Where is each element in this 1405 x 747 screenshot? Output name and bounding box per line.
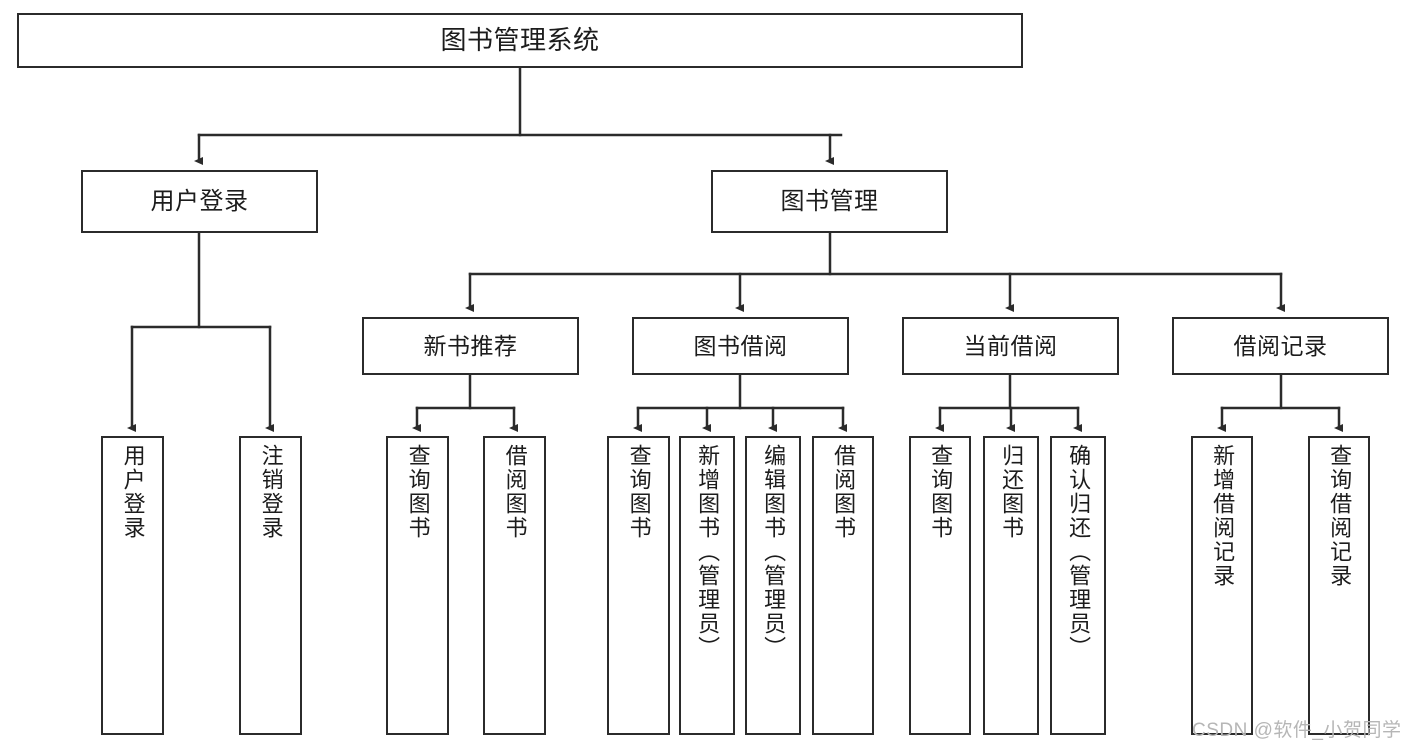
leaf-node-11[interactable]: 新增借阅记录 xyxy=(1191,436,1253,735)
leaf-node-4-label: 查询图书 xyxy=(626,444,652,540)
leaf-node-3[interactable]: 借阅图书 xyxy=(483,436,546,735)
node-current-borrow-label: 当前借阅 xyxy=(963,332,1058,359)
leaf-node-9[interactable]: 归还图书 xyxy=(983,436,1039,735)
leaf-node-2-label: 查询图书 xyxy=(405,444,431,540)
leaf-node-10-label: 确认归还（管理员） xyxy=(1066,444,1092,660)
leaf-node-5[interactable]: 新增图书（管理员） xyxy=(679,436,735,735)
node-new-book-recommend-label: 新书推荐 xyxy=(423,332,518,359)
node-root-label: 图书管理系统 xyxy=(440,24,600,55)
leaf-node-0[interactable]: 用户登录 xyxy=(101,436,164,735)
leaf-node-1-label: 注销登录 xyxy=(258,444,284,540)
leaf-node-12[interactable]: 查询借阅记录 xyxy=(1308,436,1370,735)
leaf-node-6[interactable]: 编辑图书（管理员） xyxy=(745,436,801,735)
leaf-node-8[interactable]: 查询图书 xyxy=(909,436,971,735)
leaf-node-8-label: 查询图书 xyxy=(928,444,954,540)
leaf-node-10[interactable]: 确认归还（管理员） xyxy=(1050,436,1106,735)
leaf-node-11-label: 新增借阅记录 xyxy=(1210,444,1236,588)
leaf-node-5-label: 新增图书（管理员） xyxy=(695,444,721,660)
node-book-borrow[interactable]: 图书借阅 xyxy=(632,317,849,375)
node-root[interactable]: 图书管理系统 xyxy=(17,13,1023,68)
node-book-borrow-label: 图书借阅 xyxy=(693,332,788,359)
leaf-node-9-label: 归还图书 xyxy=(999,444,1025,540)
leaf-node-12-label: 查询借阅记录 xyxy=(1327,444,1353,588)
leaf-node-3-label: 借阅图书 xyxy=(502,444,528,540)
leaf-node-4[interactable]: 查询图书 xyxy=(607,436,670,735)
leaf-node-0-label: 用户登录 xyxy=(120,444,146,540)
node-book-management-label: 图书管理 xyxy=(780,187,879,215)
node-borrow-record-label: 借阅记录 xyxy=(1233,332,1328,359)
node-user-login[interactable]: 用户登录 xyxy=(81,170,318,233)
node-borrow-record[interactable]: 借阅记录 xyxy=(1172,317,1389,375)
leaf-node-2[interactable]: 查询图书 xyxy=(386,436,449,735)
node-current-borrow[interactable]: 当前借阅 xyxy=(902,317,1119,375)
node-user-login-label: 用户登录 xyxy=(150,187,249,215)
csdn-watermark: CSDN @软件_小贺同学 xyxy=(1192,720,1402,741)
node-new-book-recommend[interactable]: 新书推荐 xyxy=(362,317,579,375)
leaf-node-7[interactable]: 借阅图书 xyxy=(812,436,874,735)
leaf-node-1[interactable]: 注销登录 xyxy=(239,436,302,735)
leaf-node-7-label: 借阅图书 xyxy=(831,444,857,540)
node-book-management[interactable]: 图书管理 xyxy=(711,170,948,233)
leaf-node-6-label: 编辑图书（管理员） xyxy=(761,444,787,660)
